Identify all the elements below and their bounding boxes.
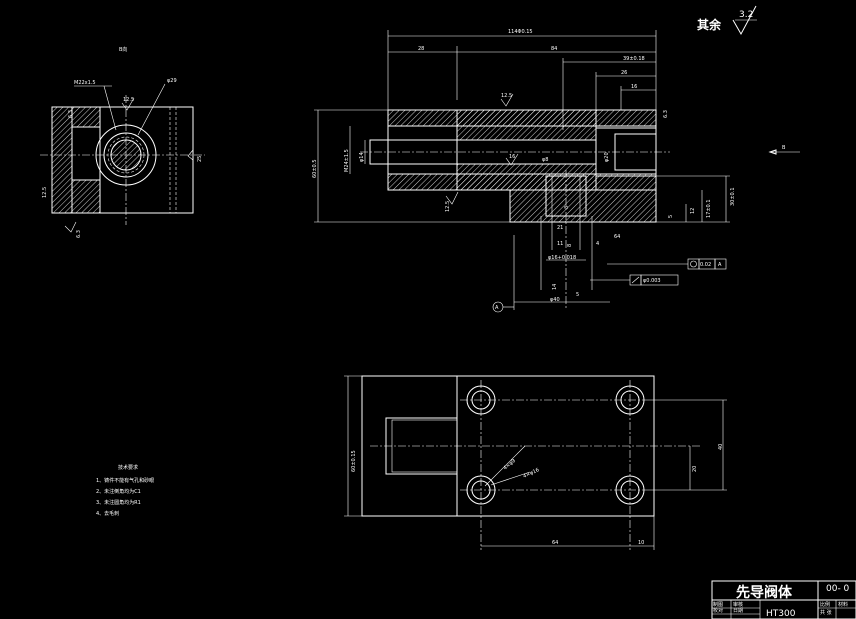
dim-phi8: φ8 [542, 157, 548, 163]
dim-12: 12 [690, 208, 696, 214]
top-dim-40: 40 [718, 444, 724, 450]
dim-8: 8 [567, 244, 573, 247]
tolerance-1-ref: A [718, 262, 722, 268]
tolerance-2-value: φ0.003 [643, 278, 661, 284]
title-block-r2c1: 校对 [713, 607, 723, 614]
dim-5b: 5 [576, 292, 579, 298]
top-dim-holes-b: 4×φ16 [522, 467, 540, 480]
tech-req-item-4: 4、去毛刺 [96, 510, 119, 517]
top-dim-20: 20 [692, 466, 698, 472]
dim-16: 16 [631, 84, 637, 90]
title-block-r2c2: 日期 [733, 608, 743, 614]
dim-64: 64 [614, 234, 620, 240]
dim-phi20: φ20 [604, 152, 610, 162]
title-block-code: 00- 0 [826, 584, 850, 594]
dim-phi40: φ40 [550, 297, 560, 303]
view-b-label: B [782, 145, 786, 151]
roughness-symbol-icon [732, 5, 757, 36]
dim-30: 30±0.1 [730, 187, 736, 206]
dim-3: 3 [564, 206, 570, 209]
front-view: 114Φ0.15 28 84 39±0.18 26 16 [312, 29, 800, 313]
datum-a: A [492, 301, 514, 313]
title-block: 先导阀体 00- 0 HT300 制图 校对 审核 日期 比例 材料 共 张 [711, 580, 856, 619]
top-dim-60: 60±0.15 [351, 450, 357, 472]
title-block-name: 先导阀体 [736, 584, 793, 601]
dim-5: 5 [668, 215, 674, 218]
tech-req-item-2: 2、未注倒角均为C1 [96, 488, 141, 495]
side-view-roughness-12-5: 12.5 [123, 97, 134, 103]
dim-28: 28 [418, 46, 424, 52]
tolerance-frame-2: φ0.003 [590, 274, 679, 286]
side-view-roughness-bottom: 6.3 [76, 230, 82, 238]
roughness-other-value: 3.2 [739, 10, 753, 20]
dim-39: 39±0.18 [623, 56, 645, 62]
side-view-roughness-25: 25 [197, 156, 203, 162]
top-dim-holes-a: 4×φ9 [502, 458, 516, 472]
top-dim-64: 64 [552, 540, 558, 546]
dim-17: 17±0.1 [706, 199, 712, 218]
front-roughness-16: 16 [509, 154, 515, 160]
dim-overall: 114Φ0.15 [508, 29, 533, 35]
tolerance-1-value: 0.02 [700, 262, 711, 268]
top-view: 4×φ9 4×φ16 60±0.15 40 20 64 10 [344, 375, 727, 550]
dim-26: 26 [621, 70, 627, 76]
dim-14: 14 [552, 284, 558, 290]
front-roughness-12-5: 12.5 [501, 93, 512, 99]
view-b-arrow: B [768, 145, 800, 155]
dim-phi14: φ14 [359, 152, 365, 162]
title-block-r1c4: 材料 [838, 601, 848, 608]
dim-21: 21 [557, 225, 563, 231]
dim-phi16: φ16+0.018 [548, 255, 576, 261]
front-roughness-6-3: 6.3 [663, 110, 669, 118]
top-dim-10: 10 [638, 540, 644, 546]
title-block-r1c2: 审核 [733, 601, 743, 608]
roughness-other: 其余 3.2 [697, 5, 757, 36]
datum-a-label: A [495, 305, 499, 311]
side-view-thread-label: M22x1.5 [74, 80, 96, 86]
dim-60: 60±0.5 [312, 159, 318, 178]
tech-req-item-1: 1、铸件不能有气孔和砂眼 [96, 477, 154, 484]
side-view-roughness-left: 12.5 [42, 187, 48, 198]
title-block-material: HT300 [766, 609, 796, 619]
side-view-roughness-6-3: 6.3 [68, 110, 74, 118]
title-block-r2c3: 共 张 [820, 609, 832, 616]
tolerance-frame-1: 0.02 A [607, 258, 727, 270]
dim-11: 11 [557, 241, 563, 247]
side-view-dia-label: φ29 [167, 78, 177, 84]
side-view-title: B向 [119, 46, 127, 53]
roughness-other-label: 其余 [697, 17, 722, 32]
tech-req-item-3: 3、未注圆角均为R1 [96, 499, 141, 506]
title-block-r1c1: 制图 [713, 601, 723, 608]
side-view: B向 M22x1.5 φ29 12.5 25 6.3 12.5 6.3 [40, 46, 205, 238]
tech-req-title: 技术要求 [118, 464, 138, 471]
dim-84: 84 [551, 46, 557, 52]
dim-4: 4 [596, 241, 599, 247]
title-block-r1c3: 比例 [820, 601, 830, 608]
tech-requirements: 技术要求 1、铸件不能有气孔和砂眼 2、未注倒角均为C1 3、未注圆角均为R1 … [96, 464, 154, 517]
front-roughness-bottom: 12.5 [445, 201, 451, 212]
dim-m24: M24±1.5 [344, 149, 350, 172]
